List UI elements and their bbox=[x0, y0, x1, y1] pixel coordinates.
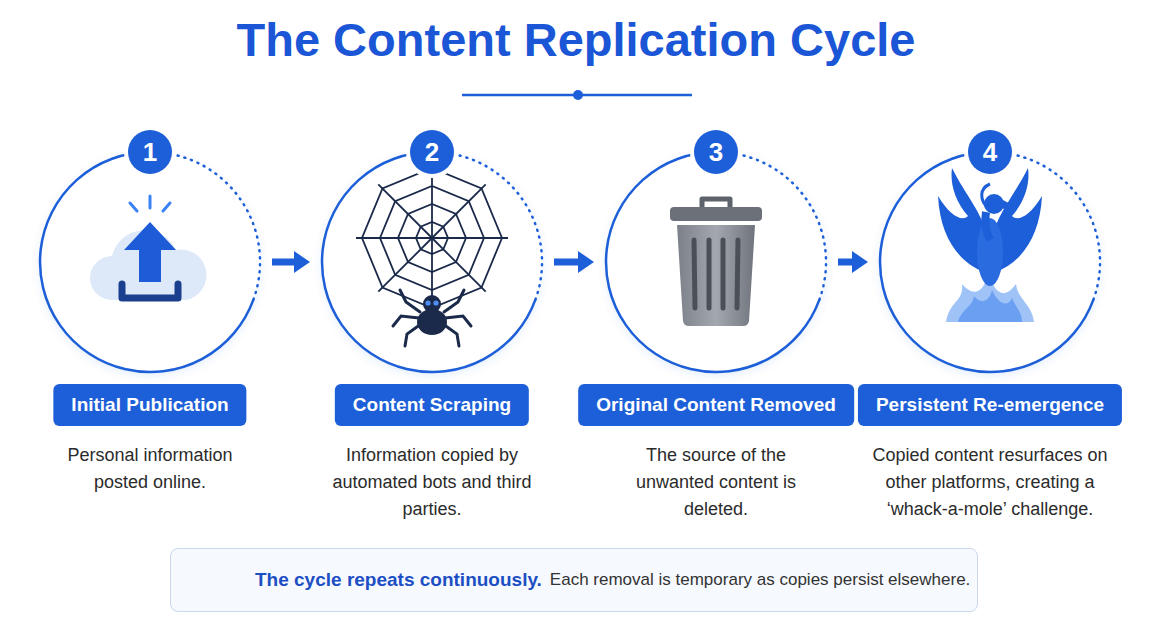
step-number: 3 bbox=[694, 130, 738, 174]
step-ring bbox=[606, 152, 826, 372]
step-circle: 2Content ScrapingInformation copied by a… bbox=[322, 152, 542, 372]
arrow-head bbox=[578, 251, 594, 273]
step-number: 1 bbox=[128, 130, 172, 174]
title-underline bbox=[462, 90, 692, 100]
step-number: 4 bbox=[968, 130, 1012, 174]
arrow-head bbox=[294, 251, 310, 273]
step-heading: Persistent Re-emergence bbox=[858, 384, 1122, 426]
phoenix-icon bbox=[938, 168, 1042, 322]
trash-icon bbox=[670, 199, 762, 326]
arrow-head bbox=[852, 251, 868, 273]
step-heading: Content Scraping bbox=[335, 384, 529, 426]
arrow-shaft bbox=[554, 259, 580, 266]
step-ring bbox=[880, 152, 1100, 372]
step-circle: 3Original Content RemovedThe source of t… bbox=[606, 152, 826, 372]
connector-arrow bbox=[838, 251, 868, 273]
arrow-shaft bbox=[272, 259, 296, 266]
step-number: 2 bbox=[410, 130, 454, 174]
note-body: Each removal is temporary as copies pers… bbox=[550, 570, 970, 590]
arrow-shaft bbox=[838, 259, 854, 266]
step-ring bbox=[322, 152, 542, 372]
upload-icon bbox=[90, 196, 206, 300]
spider-icon bbox=[393, 290, 471, 346]
step-description: Personal information posted online. bbox=[50, 442, 250, 496]
step-heading: Initial Publication bbox=[53, 384, 246, 426]
step-description: Copied content resurfaces on other platf… bbox=[859, 442, 1121, 523]
step-description: The source of the unwanted content is de… bbox=[616, 442, 816, 523]
step-description: Information copied by automated bots and… bbox=[332, 442, 532, 523]
spider-web-icon bbox=[356, 162, 508, 314]
connector-arrow bbox=[272, 251, 310, 273]
step-ring bbox=[40, 152, 260, 372]
note-heading: The cycle repeats continuously. bbox=[255, 569, 542, 591]
step-heading: Original Content Removed bbox=[578, 384, 854, 426]
note-box: The cycle repeats continuously. Each remo… bbox=[170, 548, 978, 612]
connector-arrow bbox=[554, 251, 594, 273]
diagram-title: The Content Replication Cycle bbox=[0, 12, 1152, 67]
step-circle: 1Initial PublicationPersonal information… bbox=[40, 152, 260, 372]
step-circle: 4Persistent Re-emergenceCopied content r… bbox=[880, 152, 1100, 372]
